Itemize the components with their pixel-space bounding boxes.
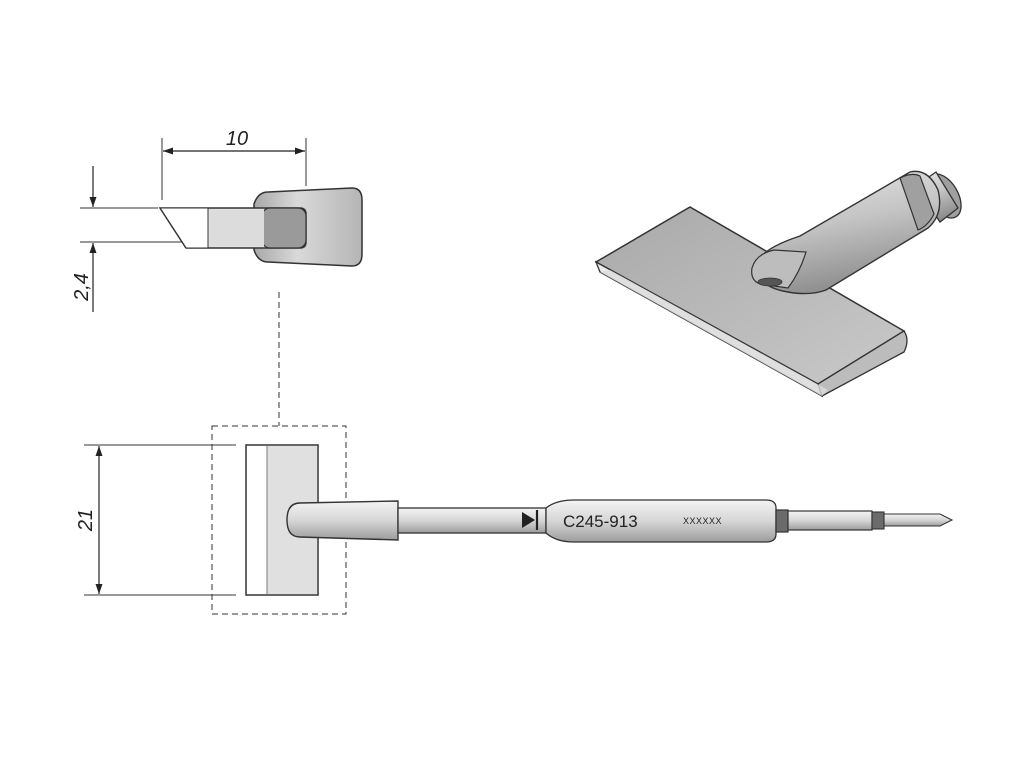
front-view-pin: [883, 513, 954, 527]
side-view-blade-tang: [261, 207, 307, 249]
front-view-collar: [775, 509, 789, 533]
isometric-view: [594, 170, 962, 398]
dimension-thickness-label: 2,4: [71, 273, 93, 302]
dimension-thickness: 2,4: [71, 166, 182, 312]
front-view-rear-collar: [871, 511, 885, 530]
detail-box: [211, 425, 347, 615]
direction-arrow-icon: [522, 512, 535, 528]
front-view-neck: [286, 500, 399, 541]
front-view-rear-shaft: [787, 510, 873, 531]
part-number-label: C245-913: [563, 512, 638, 531]
isometric-shaft: [757, 170, 941, 295]
dimension-top-width-label: 10: [226, 128, 248, 150]
code-label: XXXXXX: [683, 516, 722, 526]
dimension-height-label: 21: [75, 509, 97, 532]
dimension-height: 21: [75, 444, 236, 596]
side-view: [158, 187, 363, 267]
dimension-top-width: 10: [161, 128, 307, 200]
front-view-shaft: [397, 507, 547, 534]
front-view: C245-913 XXXXXX: [211, 425, 954, 615]
front-view-grip: [545, 499, 777, 543]
